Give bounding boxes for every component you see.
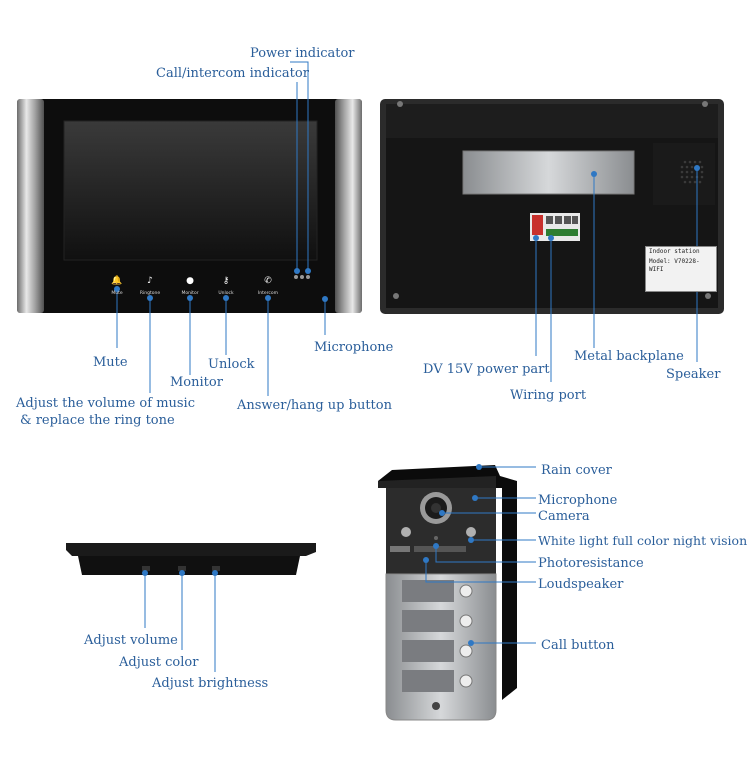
- door-station: [378, 465, 517, 721]
- rain-cover-label: Rain cover: [541, 463, 612, 478]
- call-indicator-led: [300, 275, 304, 279]
- replace-ring-tone-label: & replace the ring tone: [20, 413, 175, 428]
- loudspeaker-label: Loudspeaker: [538, 577, 624, 592]
- adjust-volume-label: Adjust volume: [84, 633, 178, 648]
- color-dial: [178, 566, 186, 571]
- metal-backplane: [462, 150, 635, 195]
- power-indicator-label: Power indicator: [250, 46, 355, 61]
- camera-lens: [431, 503, 441, 513]
- unlock-button-text: Unlock: [218, 291, 234, 296]
- monitor-label: Monitor: [170, 375, 223, 390]
- adjust-volume-music-label: Adjust the volume of music: [16, 396, 195, 411]
- volume-dial: [142, 566, 150, 571]
- brightness-dial: [212, 566, 220, 571]
- answer-hang-up-label: Answer/hang up button: [237, 398, 392, 413]
- left-light: [401, 527, 411, 537]
- bell-icon: 🔔: [111, 276, 123, 286]
- speaker-label: Speaker: [666, 367, 721, 382]
- photoresistor: [434, 536, 438, 540]
- left-silver-trim: [17, 99, 44, 313]
- mute-label: Mute: [93, 355, 128, 370]
- phone-icon: ✆: [264, 276, 272, 286]
- white-light-label: White light full color night vision: [538, 533, 748, 548]
- mute-button-text: Mute: [111, 291, 123, 296]
- metal-backplane-label: Metal backplane: [574, 349, 684, 364]
- unlock-label: Unlock: [208, 357, 255, 372]
- monitor-screen: [63, 120, 318, 261]
- model-sticker: Indoor station Model: V70228-WIFI: [645, 246, 717, 292]
- call-button-shape: [459, 614, 473, 628]
- speaker-grille: [680, 160, 704, 184]
- monitor-front: [17, 99, 362, 313]
- intercom-button-text: Intercom: [257, 291, 279, 296]
- microphone-door-label: Microphone: [538, 493, 618, 508]
- right-silver-trim: [335, 99, 362, 313]
- sticker-line-1: Indoor station: [649, 248, 700, 255]
- dv-power-label: DV 15V power part: [423, 362, 550, 377]
- camera-label: Camera: [538, 509, 590, 524]
- call-button-label: Call button: [541, 638, 615, 653]
- adjust-brightness-label: Adjust brightness: [152, 676, 269, 691]
- adjust-color-label: Adjust color: [119, 655, 199, 670]
- monitor-button-text: Monitor: [181, 291, 199, 296]
- key-icon: ⚷: [222, 276, 230, 286]
- monitor-side-view: [66, 543, 316, 575]
- power-indicator-led: [294, 275, 298, 279]
- callout-lines: [116, 61, 698, 672]
- ringtone-button-text: Ringtone: [139, 291, 161, 296]
- call-intercom-indicator-label: Call/intercom indicator: [156, 66, 309, 81]
- sticker-line-2: Model: V70228-WIFI: [649, 258, 700, 273]
- right-light: [466, 527, 476, 537]
- callout-dots: [114, 165, 700, 646]
- rain-cover: [378, 465, 517, 700]
- wiring-port-label: Wiring port: [510, 388, 587, 403]
- power-terminal: [532, 215, 543, 235]
- photoresistance-label: Photoresistance: [538, 556, 644, 571]
- music-note-icon: ♪: [147, 276, 153, 286]
- person-icon: ●: [186, 276, 194, 286]
- microphone-monitor-label: Microphone: [314, 340, 394, 355]
- loudspeaker-grille: [414, 546, 466, 552]
